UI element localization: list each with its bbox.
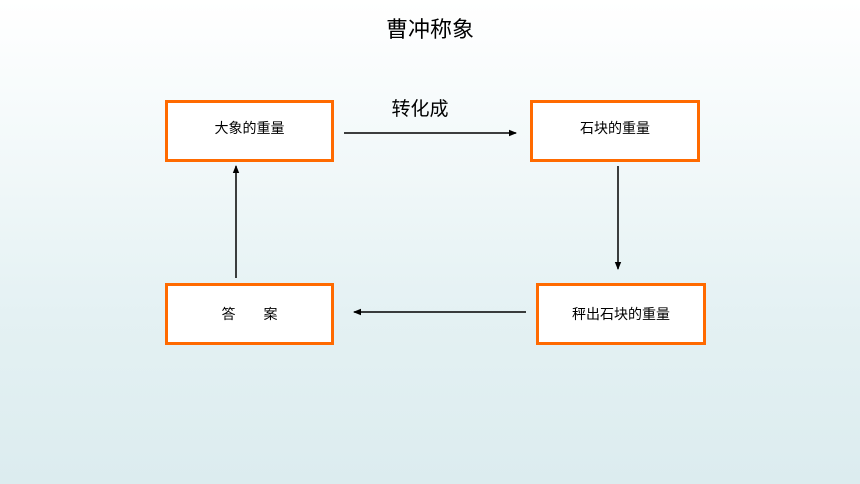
node-elephant-weight-label: 大象的重量	[214, 121, 285, 137]
edge-label-transform: 转化成	[391, 98, 449, 120]
node-stone-weight: 石块的重量	[530, 100, 700, 162]
node-stone-weight-label: 石块的重量	[580, 121, 650, 137]
node-elephant-weight: 大象的重量	[165, 100, 334, 162]
diagram-title: 曹冲称象	[385, 18, 474, 43]
node-weigh-stones: 秤出石块的重量	[536, 283, 706, 345]
node-weigh-stones-label: 秤出石块的重量	[572, 307, 670, 323]
node-answer-label: 答 案	[221, 307, 278, 323]
node-answer: 答 案	[165, 283, 334, 345]
